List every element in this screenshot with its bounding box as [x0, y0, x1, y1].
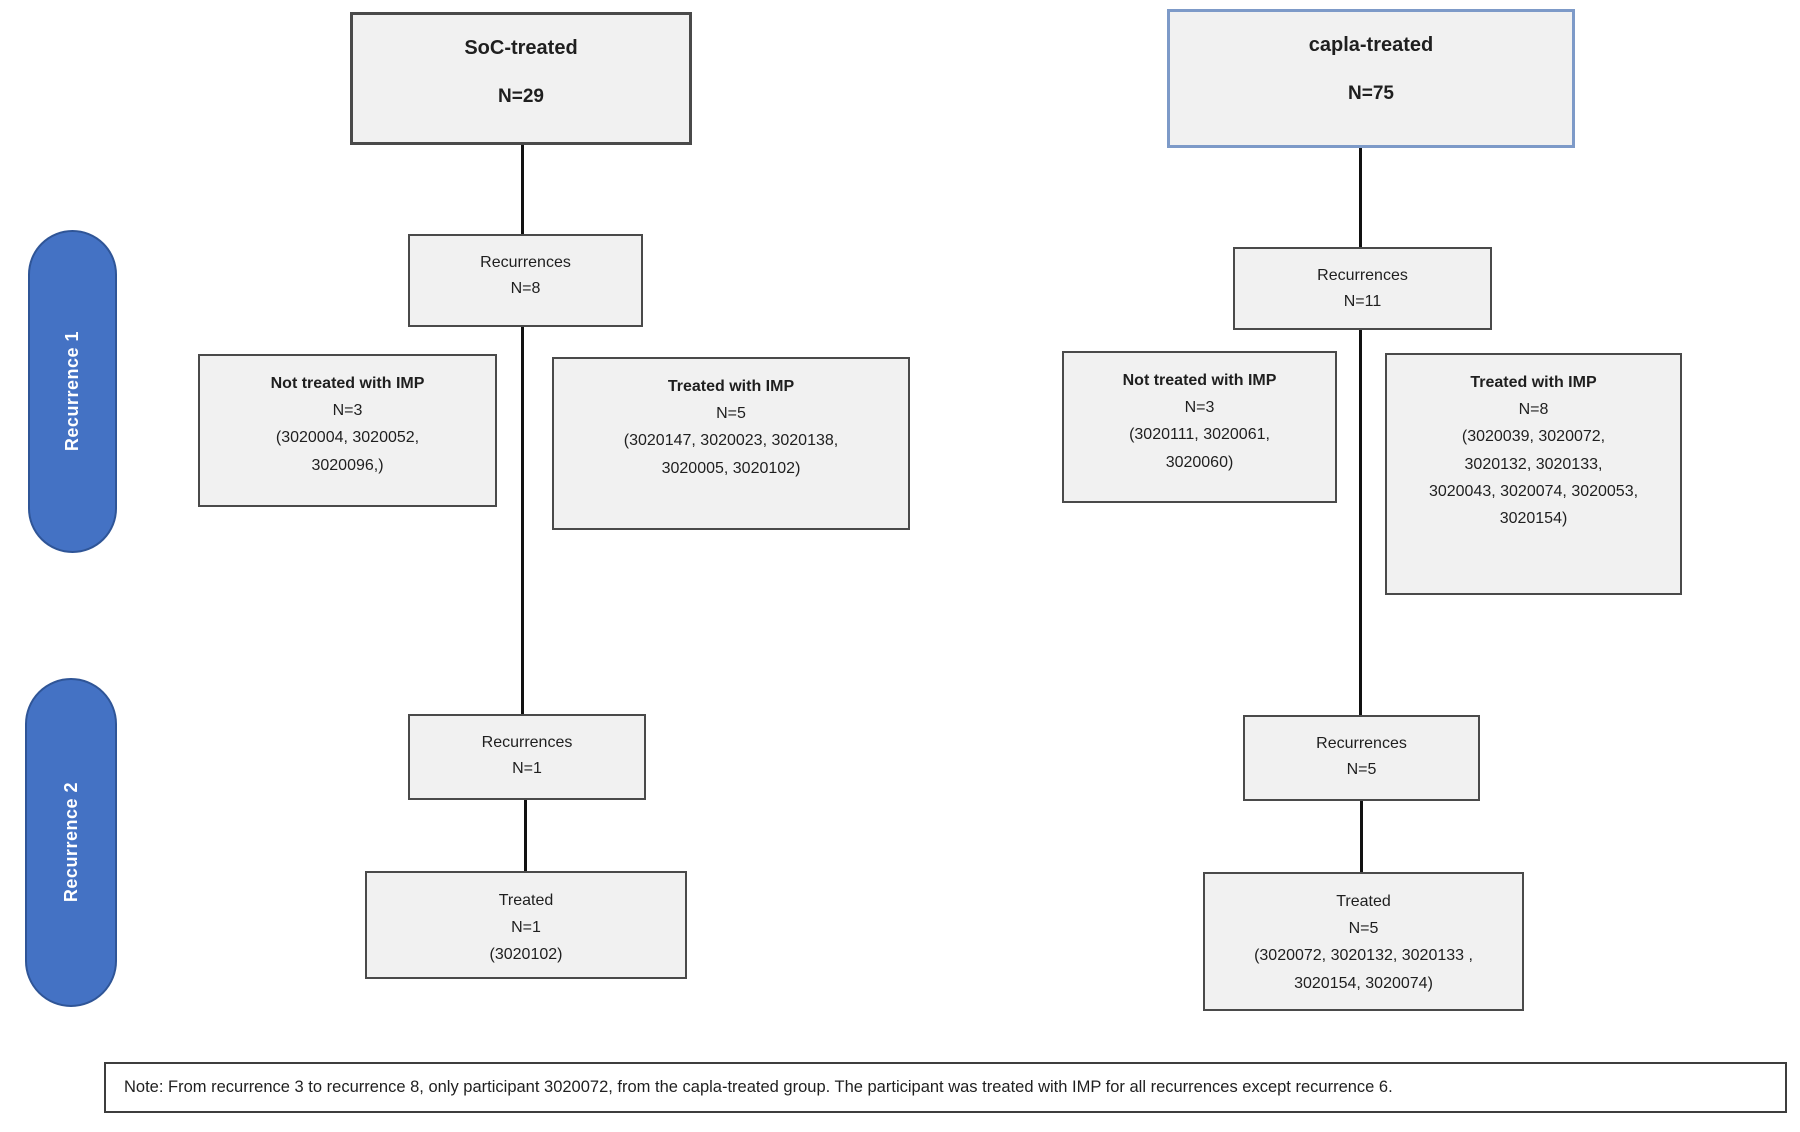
note-text: Note: From recurrence 3 to recurrence 8,…	[124, 1078, 1393, 1096]
capla-root-title: capla-treated	[1308, 34, 1434, 56]
capla-rec2-title: Recurrences	[1316, 735, 1407, 752]
soc-imp-ids: (3020147, 3020023, 3020138, 3020005, 302…	[623, 432, 839, 477]
capla-rec2-n: N=5	[1346, 761, 1377, 779]
note-box: Note: From recurrence 3 to recurrence 8,…	[104, 1062, 1787, 1113]
recurrence-1-label: Recurrence 1	[62, 331, 82, 452]
soc-imp-n: N=5	[716, 405, 746, 423]
capla-recurrence-2-box: Recurrences N=5	[1243, 715, 1480, 801]
capla-not-imp-title: Not treated with IMP	[1122, 372, 1277, 389]
capla-rec1-n: N=11	[1343, 293, 1382, 311]
connector-line	[521, 325, 524, 716]
capla-recurrence-1-box: Recurrences N=11	[1233, 247, 1492, 330]
capla-not-imp-n: N=3	[1184, 399, 1215, 417]
soc-treated-imp-box: Treated with IMP N=5 (3020147, 3020023, …	[552, 357, 910, 530]
recurrence-1-pill: Recurrence 1	[28, 230, 117, 553]
soc-not-treated-imp-box: Not treated with IMP N=3 (3020004, 30200…	[198, 354, 497, 507]
connector-line	[521, 145, 524, 236]
connector-line	[1359, 326, 1362, 717]
capla-treated-ids: (3020072, 3020132, 3020133 , 3020154, 30…	[1254, 947, 1473, 992]
soc-rec2-title: Recurrences	[481, 734, 573, 751]
capla-treated-n: N=5	[1348, 920, 1379, 938]
soc-recurrence-2-box: Recurrences N=1	[408, 714, 646, 800]
recurrence-2-pill: Recurrence 2	[25, 678, 117, 1007]
capla-treated-imp-box: Treated with IMP N=8 (3020039, 3020072, …	[1385, 353, 1682, 595]
soc-imp-title: Treated with IMP	[667, 378, 795, 395]
connector-line	[524, 798, 527, 873]
soc-not-imp-n: N=3	[332, 402, 363, 420]
capla-imp-ids: (3020039, 3020072, 3020132, 3020133, 302…	[1428, 428, 1639, 527]
soc-rec1-title: Recurrences	[480, 254, 571, 271]
capla-rec1-title: Recurrences	[1317, 267, 1408, 284]
capla-treated-title: Treated	[1336, 893, 1391, 910]
capla-treated-box: Treated N=5 (3020072, 3020132, 3020133 ,…	[1203, 872, 1524, 1011]
soc-not-imp-title: Not treated with IMP	[270, 375, 425, 392]
soc-rec1-n: N=8	[510, 280, 541, 298]
capla-root-box: capla-treated N=75	[1167, 9, 1575, 148]
soc-not-imp-ids: (3020004, 3020052, 3020096,)	[275, 429, 420, 474]
connector-line	[1360, 799, 1363, 874]
soc-treated-box: Treated N=1 (3020102)	[365, 871, 687, 979]
capla-not-treated-imp-box: Not treated with IMP N=3 (3020111, 30200…	[1062, 351, 1337, 503]
soc-rec2-n: N=1	[512, 760, 542, 778]
soc-root-title: SoC-treated	[464, 37, 578, 59]
capla-imp-n: N=8	[1518, 401, 1549, 419]
connector-line	[1359, 147, 1362, 247]
soc-recurrence-1-box: Recurrences N=8	[408, 234, 643, 327]
soc-treated-title: Treated	[498, 892, 554, 909]
soc-treated-ids: (3020102)	[489, 946, 563, 964]
recurrence-2-label: Recurrence 2	[60, 782, 81, 903]
capla-root-n: N=75	[1348, 83, 1394, 104]
capla-not-imp-ids: (3020111, 3020061, 3020060)	[1129, 426, 1270, 471]
soc-root-box: SoC-treated N=29	[350, 12, 692, 145]
soc-root-n: N=29	[498, 86, 544, 107]
soc-treated-n: N=1	[511, 919, 541, 937]
capla-imp-title: Treated with IMP	[1470, 374, 1597, 391]
